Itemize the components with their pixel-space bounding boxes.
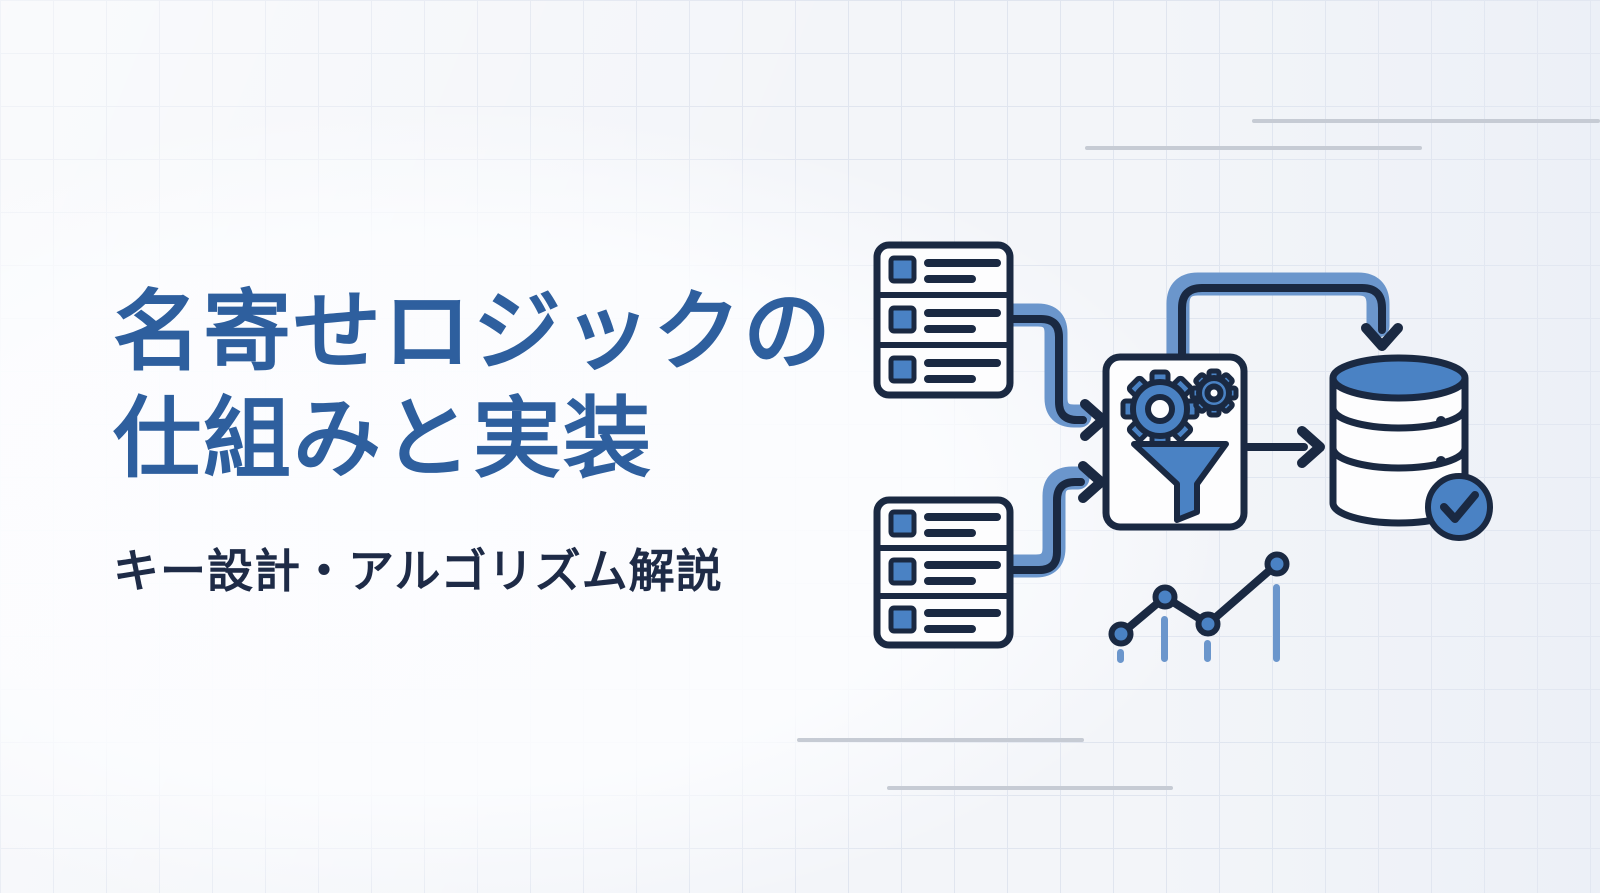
database-band [1329,407,1469,432]
gear-hub [1204,383,1224,403]
accent-line-bottom-mid [887,786,1173,790]
arrow-core [1007,315,1087,424]
row-checkbox-icon [888,557,917,586]
list-row [888,557,1001,586]
chart-line [1117,560,1281,638]
row-checkbox-icon [888,605,917,634]
funnel-icon [1131,441,1229,523]
arrow-top-source-to-processor [996,303,1108,441]
database-led-dot [1436,416,1446,426]
arrow-processor-over-top-to-database [1166,272,1403,370]
decorative-lines [797,119,1600,790]
arrowhead-icon [1361,323,1403,351]
database-led-dot [1436,456,1446,466]
chart-point [1108,621,1134,647]
row-checkbox-icon [888,509,917,538]
gear-small-icon [1189,368,1239,418]
page-subtitle: キー設計・アルゴリズム解説 [113,544,723,597]
check-circle [1425,473,1493,541]
chart-point [1264,551,1290,577]
arrow-band [996,466,1090,578]
row-checkbox-icon [888,255,917,284]
gear-large-icon [1120,369,1200,449]
arrow-band [996,303,1092,428]
database-band [1329,447,1469,472]
chart-drop-bar [1117,649,1124,663]
arrow-core [1178,284,1386,366]
row-checkbox-icon [888,305,917,334]
chart-drop-bar [1273,584,1280,662]
arrowhead-icon [1297,426,1325,468]
processing-box [1102,353,1248,531]
chart-point [1195,611,1221,637]
list-row [888,509,1001,538]
arrow-bottom-source-to-processor [996,461,1106,578]
accent-line-top-right [1252,119,1600,123]
check-circle-icon [1425,473,1493,541]
list-row [888,605,1001,634]
list-row [888,305,1001,334]
arrow-processor-to-database [1244,426,1325,468]
chart-point [1152,584,1178,610]
accent-line-bottom-left [797,738,1084,742]
data-source-bottom-icon [873,496,1014,649]
page-title: 名寄せロジックの 仕組みと実装 [113,278,833,493]
arrow-band [1166,272,1390,370]
check-mark [1440,491,1479,523]
title-line-2: 仕組みと実装 [113,389,654,489]
gear-hub [1145,394,1175,424]
title-line-1: 名寄せロジックの [113,282,834,381]
data-source-top-icon [873,241,1014,399]
database-icon [1329,354,1493,541]
chart-drop-bar [1161,616,1168,662]
headline-block: 名寄せロジックの 仕組みと実装 キー設計・アルゴリズム解説 [113,278,833,601]
list-row [888,255,1001,284]
arrowhead-icon [1078,461,1106,503]
database-top [1329,354,1469,402]
line-chart-icon [1108,551,1290,663]
accent-line-top-mid [1085,146,1422,150]
arrow-core [1007,478,1085,574]
list-row [888,355,1001,384]
chart-drop-bar [1204,640,1211,662]
row-checkbox-icon [888,355,917,384]
